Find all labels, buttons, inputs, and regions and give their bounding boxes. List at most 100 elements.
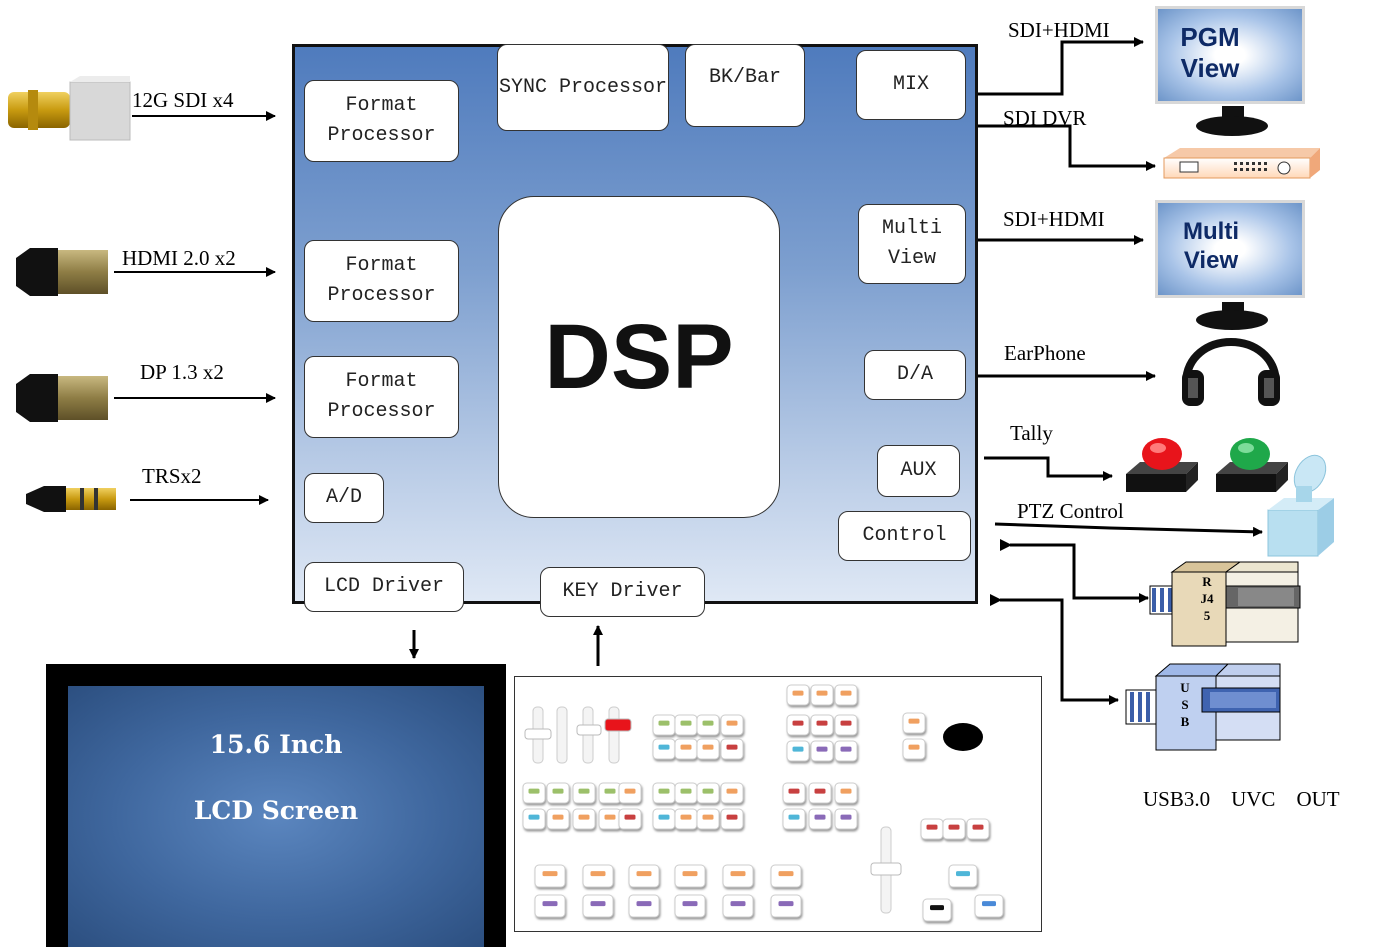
format-processor-block: Format Processor [304,356,459,438]
dvr-recorder-icon [1163,148,1320,179]
keypad-key-indicator [528,814,540,820]
keypad-key-indicator [578,814,590,820]
fader-knob[interactable] [870,862,902,876]
trs-connector-icon [26,486,116,512]
keypad-key-indicator [658,720,670,726]
keypad-key-indicator [542,871,558,877]
keypad-key-indicator [604,788,616,794]
ptz-camera-icon [1267,454,1334,557]
multiview-block: Multi View [858,204,966,284]
keypad-key-indicator [702,720,714,726]
lcd-size-label: 15.6 Inch [209,730,343,759]
keypad-key-indicator [730,901,746,907]
joystick-icon[interactable] [943,723,983,751]
fader-knob[interactable] [524,728,552,740]
keypad-key-indicator [792,690,804,696]
keypad-key-indicator [658,744,670,750]
rj45-label: R J4 5 [1200,574,1214,623]
usb-output-label: USB3.0 UVC OUT [1143,787,1340,811]
keypad-key-indicator [778,901,794,907]
input-label-hdmi: HDMI 2.0 x2 [122,246,236,270]
keypad-key-indicator [542,901,558,907]
keypad-key-indicator [814,814,826,820]
output-label-tally: Tally [1010,421,1053,445]
keypad-key-indicator [956,871,970,877]
input-label-dp: DP 1.3 x2 [140,360,224,384]
keypad-key-indicator [682,871,698,877]
keypad-key-indicator [840,814,852,820]
keypad-key-indicator [680,720,692,726]
keypad-key-indicator [726,720,738,726]
lcd-type-label: LCD Screen [193,796,359,825]
pgm-monitor-stand-icon [1196,106,1268,136]
keypad-key-indicator [604,814,616,820]
tally-red-light-icon [1126,438,1198,492]
keypad-key-indicator [726,788,738,794]
keypad-key-indicator [840,746,852,752]
keypad-key-indicator [972,824,984,830]
keypad-key-indicator [658,788,670,794]
keypad-key-indicator [948,824,960,830]
output-label-dvr: SDI DVR [1003,106,1087,130]
control-block: Control [838,511,971,561]
keypad-key-indicator [624,814,636,820]
keypad-key-indicator [814,788,826,794]
format-processor-block: Format Processor [304,240,459,322]
sdi-connector-icon [8,76,131,141]
keypad-key-indicator [682,901,698,907]
keypad-key-indicator [578,788,590,794]
keypad-key-indicator [552,788,564,794]
earphone-icon [1182,338,1280,406]
sync-processor-block: SYNC Processor [497,44,669,131]
keypad-key-indicator [636,901,652,907]
output-label-pgm: SDI+HDMI [1008,18,1110,42]
format-processor-block: Format Processor [304,80,459,162]
da-block: D/A [864,350,966,400]
keypad-key-indicator [702,744,714,750]
keypad-key-indicator [636,871,652,877]
keypad-key-indicator [788,814,800,820]
keypad-key-indicator [730,871,746,877]
fader-track [608,706,620,764]
keypad-key-indicator [926,824,938,830]
hdmi-connector-icon [16,248,108,296]
keypad-key-indicator [816,720,828,726]
tally-green-light-icon [1216,438,1288,492]
multiview-monitor-label: Multi View [1183,218,1239,274]
aux-block: AUX [877,445,960,497]
keypad-key-indicator [590,901,606,907]
usb-label: U S B [1180,680,1190,729]
dp-connector-icon [16,374,108,422]
control-keypad [514,676,1042,932]
keypad-key-indicator [908,718,920,724]
keypad-key-indicator [590,871,606,877]
keypad-key-indicator [840,720,852,726]
input-label-trs: TRSx2 [142,464,202,488]
keypad-key-indicator [680,788,692,794]
keypad-key-indicator [816,690,828,696]
usb-connector-icon [1125,663,1281,751]
keypad-key-indicator [702,814,714,820]
keypad-key-indicator [840,788,852,794]
keypad-key-indicator [778,871,794,877]
keypad-key-indicator [680,744,692,750]
keypad-key-indicator [792,720,804,726]
fader-knob[interactable] [604,718,632,732]
keypad-key-indicator [840,690,852,696]
lcd-driver-block: LCD Driver [304,562,464,612]
keypad-key-indicator [528,788,540,794]
fader-knob[interactable] [576,724,602,736]
input-label-sdi: 12G SDI x4 [132,88,234,112]
output-label-ptz: PTZ Control [1017,499,1124,523]
keypad-key-indicator [788,788,800,794]
output-label-multiview: SDI+HDMI [1003,207,1105,231]
keypad-key-indicator [624,788,636,794]
keypad-key-indicator [930,905,944,911]
mix-block: MIX [856,50,966,120]
keypad-buttons [522,684,1004,922]
keypad-key-indicator [552,814,564,820]
keypad-key-indicator [726,744,738,750]
lcd-screen: 15.6 Inch LCD Screen [46,664,506,947]
pgm-monitor-label: PGM View [1180,22,1240,84]
